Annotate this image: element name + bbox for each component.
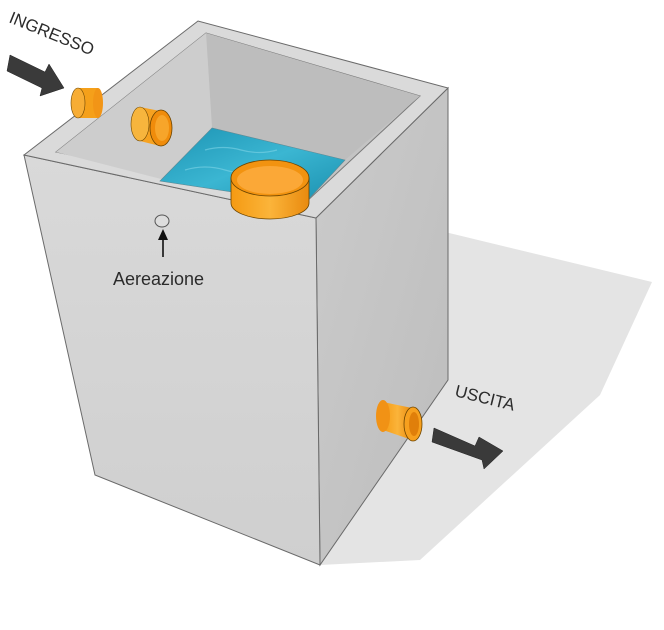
- vent-hole: [155, 215, 169, 227]
- outer-inlet-pipe: [71, 88, 103, 118]
- inlet-arrow-icon: [7, 55, 64, 96]
- inner-outlet-pipe: [231, 160, 309, 219]
- inlet-label: INGRESSO: [7, 8, 97, 59]
- inner-inlet-pipe: [131, 107, 172, 146]
- vent-label: Aereazione: [113, 269, 204, 289]
